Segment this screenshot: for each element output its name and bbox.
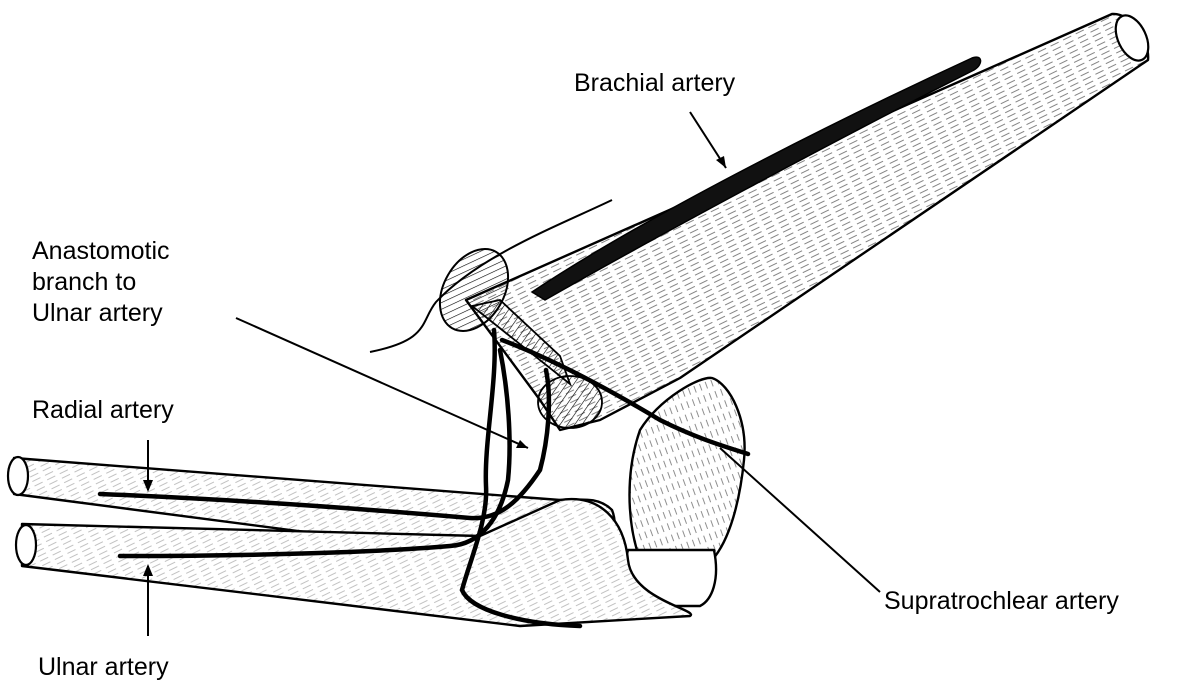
label-anastomotic-branch: Anastomotic branch to Ulnar artery — [32, 236, 170, 329]
brachial-artery — [530, 56, 982, 301]
label-brachial-artery: Brachial artery — [574, 69, 736, 97]
ulna-bone — [14, 497, 693, 628]
label-anastomotic-line-2: branch to — [32, 268, 137, 296]
label-radial-artery: Radial artery — [32, 396, 174, 424]
radial-artery — [97, 367, 552, 521]
pointer-anastomotic — [235, 317, 529, 449]
humerus-bone — [438, 12, 1150, 432]
ulnar-artery — [117, 347, 512, 559]
label-anastomotic-line-3: Ulnar artery — [32, 299, 163, 327]
label-anastomotic-line-1: Anastomotic — [32, 237, 170, 265]
anastomotic-branch — [459, 327, 583, 629]
pointer-supratrochlear — [719, 447, 881, 593]
supratrochlear-artery — [499, 337, 751, 457]
olecranon-process — [624, 376, 746, 608]
label-supratrochlear-artery: Supratrochlear artery — [884, 587, 1119, 615]
label-ulnar-artery: Ulnar artery — [38, 653, 169, 681]
